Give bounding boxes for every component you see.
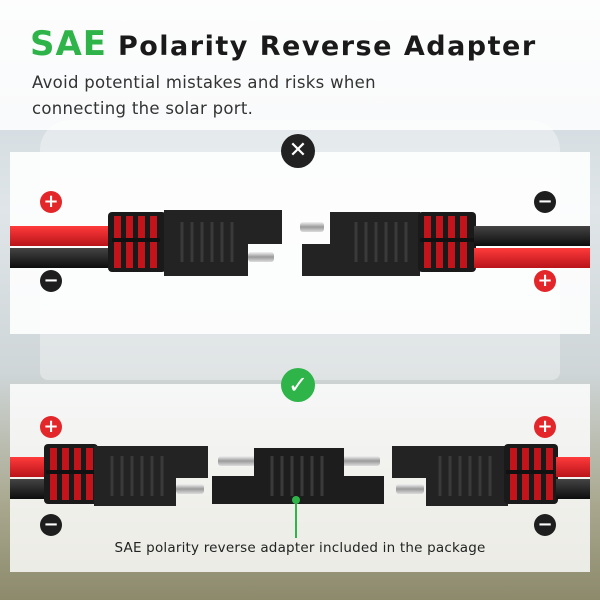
adapter-caption: SAE polarity reverse adapter included in…	[114, 540, 486, 556]
red-wire	[556, 457, 590, 477]
adapter-body	[212, 448, 384, 504]
red-wire	[10, 457, 50, 477]
plus-icon: +	[40, 191, 62, 213]
metal-pin	[218, 456, 258, 466]
polarity-reverse-adapter	[212, 448, 384, 538]
black-wire	[10, 248, 115, 268]
metal-pin	[340, 456, 380, 466]
minus-icon: −	[534, 514, 556, 536]
red-wire	[474, 248, 590, 268]
red-wire	[10, 226, 115, 246]
header-banner: SAE Polarity Reverse Adapter Avoid poten…	[0, 0, 600, 130]
page-title: SAE Polarity Reverse Adapter	[30, 24, 537, 64]
plus-icon: +	[534, 416, 556, 438]
bottom-right-cable	[392, 444, 590, 506]
black-wire	[474, 226, 590, 246]
bottom-left-cable	[10, 444, 208, 506]
metal-pin	[176, 484, 204, 494]
plus-icon: +	[40, 416, 62, 438]
metal-pin	[300, 222, 324, 232]
black-wire	[556, 479, 590, 499]
black-wire	[10, 479, 50, 499]
title-text: Polarity Reverse Adapter	[117, 31, 537, 62]
top-right-cable	[300, 212, 590, 276]
minus-icon: −	[40, 270, 62, 292]
top-left-cable	[10, 210, 282, 276]
correct-check-icon: ✓	[281, 368, 315, 402]
metal-pin	[248, 252, 274, 262]
title-brand: SAE	[30, 24, 108, 64]
sae-connector	[302, 212, 420, 276]
subtitle: Avoid potential mistakes and risks when …	[32, 73, 376, 118]
plus-icon: +	[534, 270, 556, 292]
incorrect-icon: ✕	[281, 134, 315, 168]
pointer-dot	[292, 496, 300, 504]
minus-icon: −	[534, 191, 556, 213]
metal-pin	[396, 484, 424, 494]
minus-icon: −	[40, 514, 62, 536]
